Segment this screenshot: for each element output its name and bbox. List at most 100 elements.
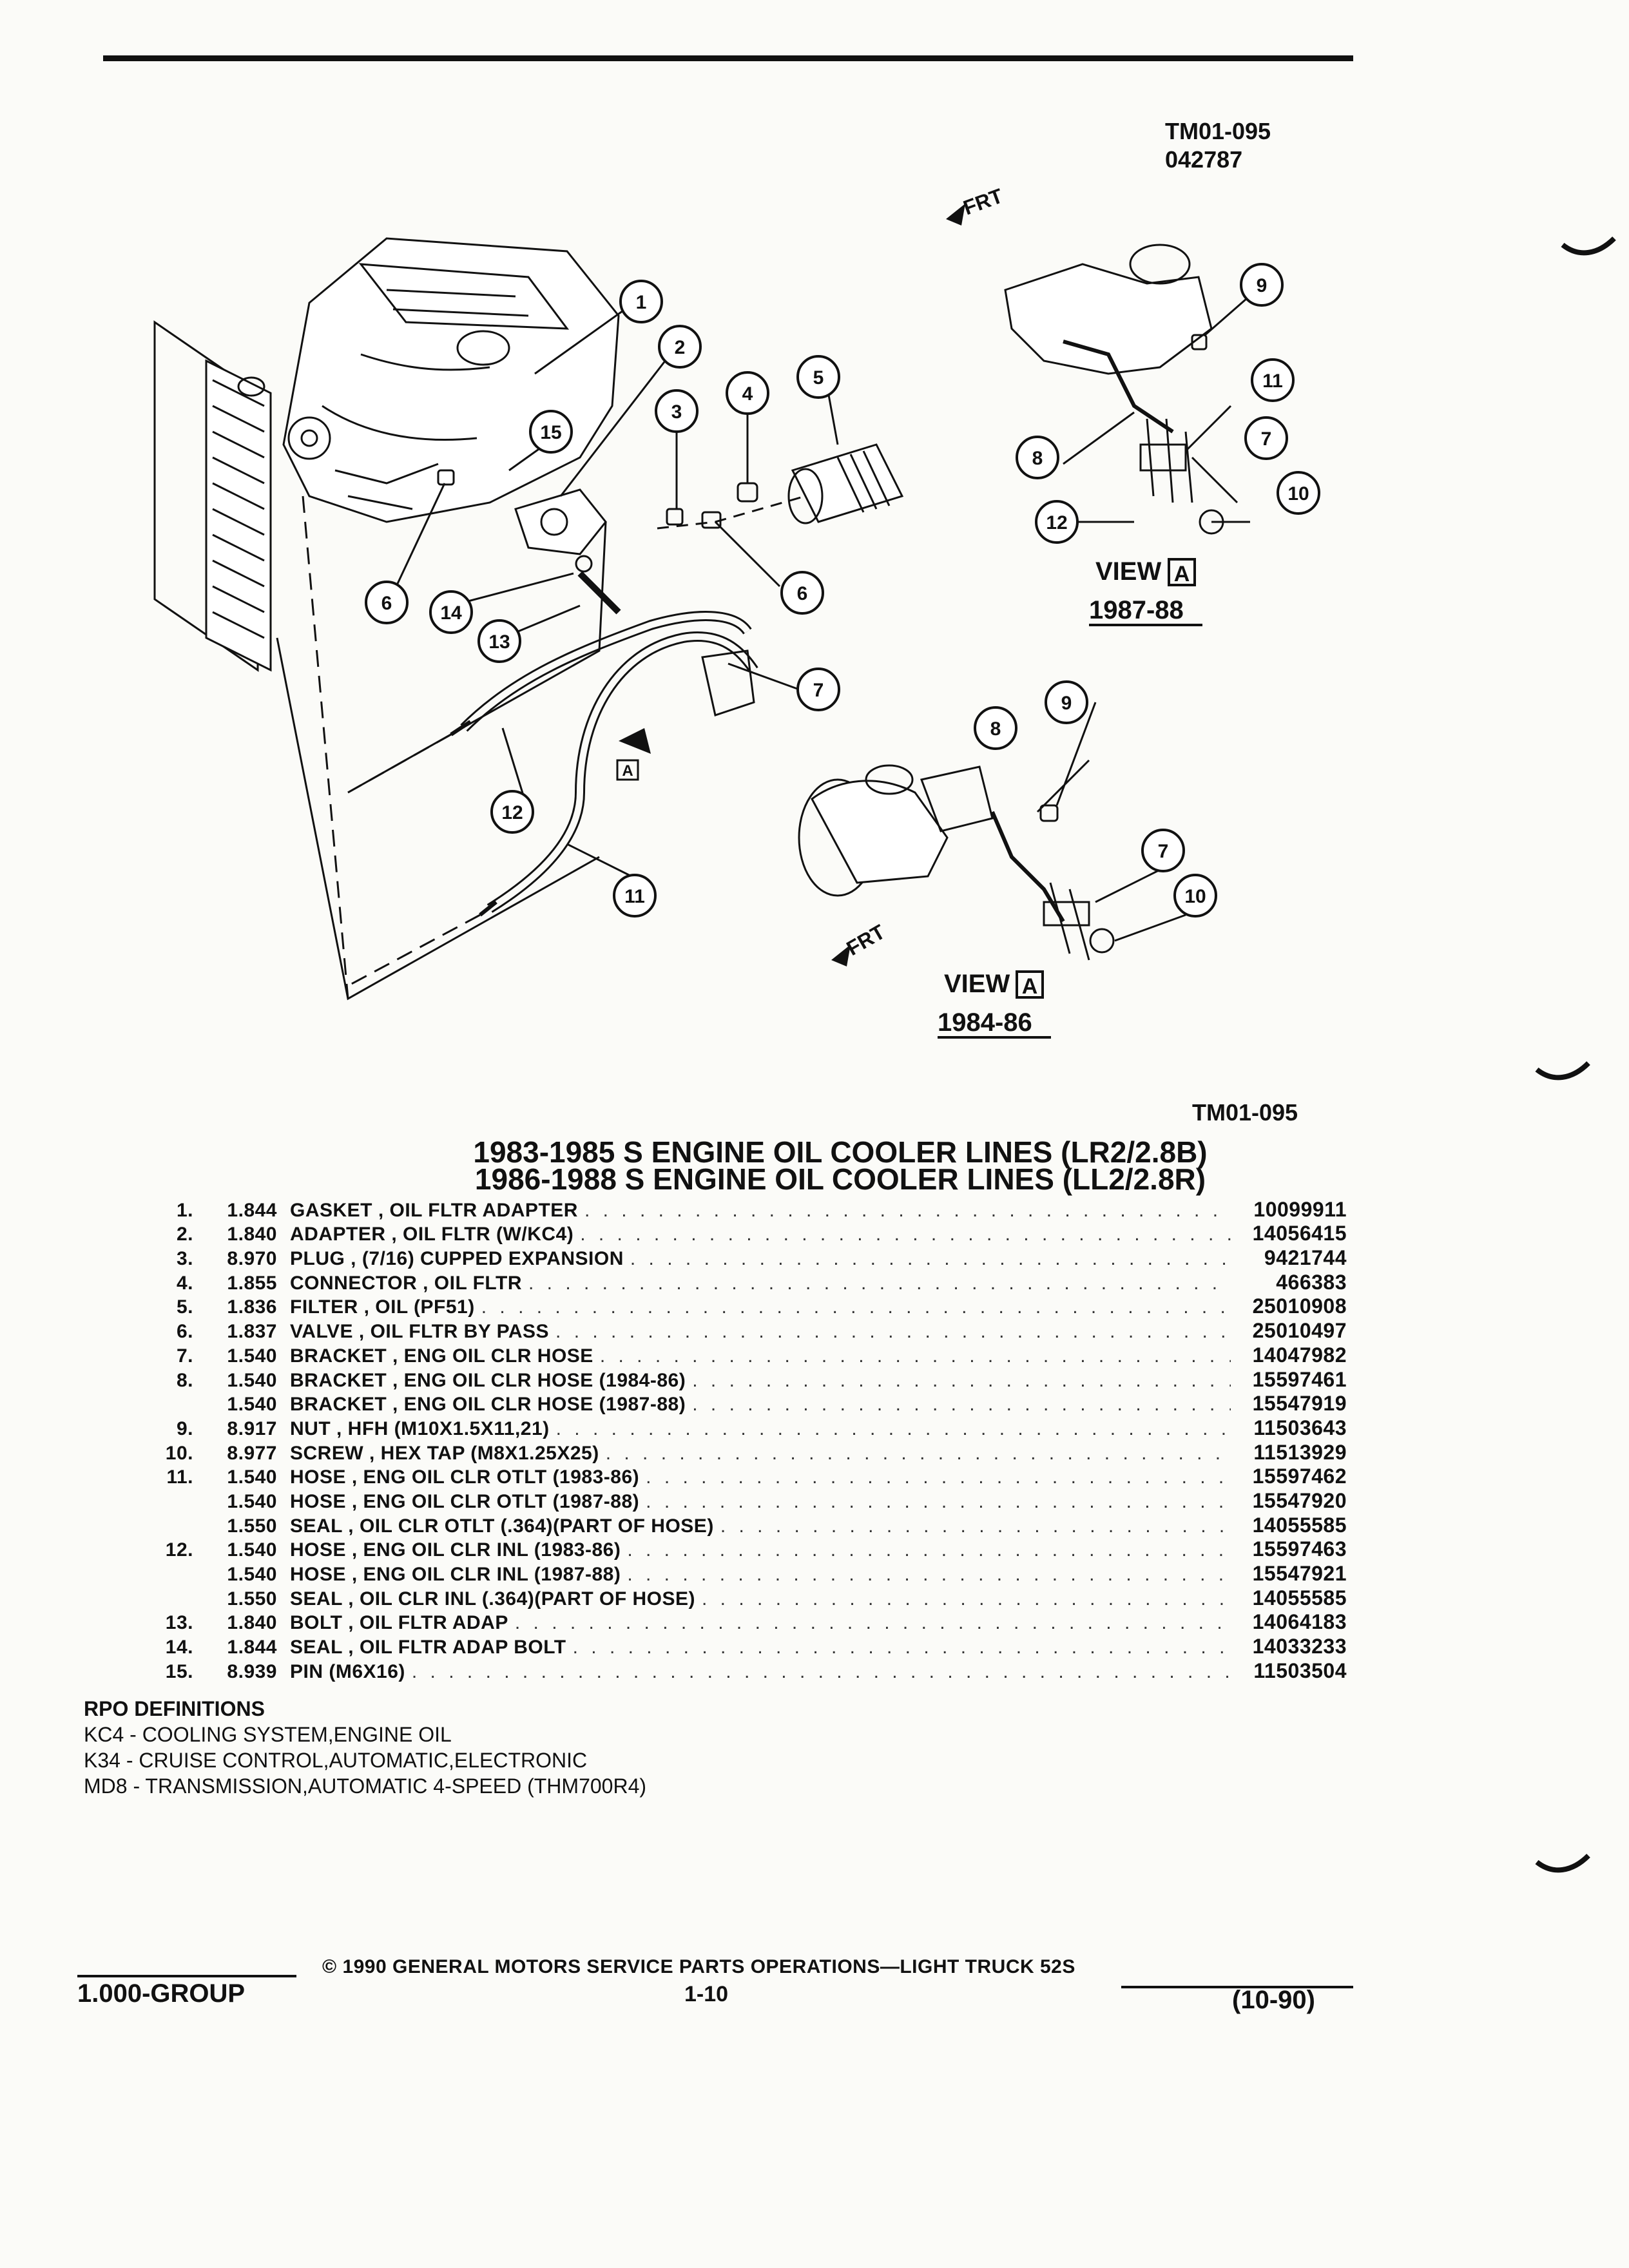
part-number: 15547919 bbox=[1252, 1392, 1347, 1416]
header-codes: TM01-095 042787 bbox=[1165, 117, 1271, 174]
group-code: 8.917 bbox=[227, 1418, 277, 1439]
part-description: BRACKET , ENG OIL CLR HOSE (1987-88) bbox=[290, 1394, 686, 1416]
part-number: 14055585 bbox=[1252, 1513, 1347, 1537]
view-a-1984-label: VIEW A 1984-86 bbox=[938, 970, 1051, 1039]
leader-dots: . . . . . . . . . . . . . . . . . . . . … bbox=[627, 1564, 1231, 1585]
group-code: 1.540 bbox=[227, 1539, 277, 1561]
group-code: 1.550 bbox=[227, 1588, 277, 1610]
group-code: 1.844 bbox=[227, 1199, 277, 1221]
svg-text:10: 10 bbox=[1184, 886, 1206, 907]
part-description: NUT , HFH (M10X1.5X11,21) bbox=[290, 1418, 550, 1439]
part-description: HOSE , ENG OIL CLR INL (1987-88) bbox=[290, 1564, 621, 1585]
part-description: FILTER , OIL (PF51) bbox=[290, 1296, 475, 1318]
svg-text:11: 11 bbox=[1262, 370, 1283, 392]
page-number: 1-10 bbox=[684, 1982, 729, 2006]
item-number: 6. bbox=[176, 1321, 193, 1343]
group-code: 1.540 bbox=[227, 1564, 277, 1585]
group-code: 8.970 bbox=[227, 1248, 277, 1270]
svg-text:14: 14 bbox=[440, 602, 462, 624]
footer-rule-left bbox=[77, 1975, 296, 1977]
svg-text:5: 5 bbox=[813, 367, 824, 389]
svg-text:A: A bbox=[622, 762, 633, 780]
callout-12a: 12 bbox=[490, 790, 534, 834]
section-title-1: 1983-1985 S ENGINE OIL COOLER LINES (LR2… bbox=[473, 1135, 1208, 1169]
svg-text:FRT: FRT bbox=[960, 184, 1006, 219]
callout-14: 14 bbox=[429, 590, 473, 634]
item-number: 3. bbox=[176, 1248, 193, 1270]
svg-text:1: 1 bbox=[636, 292, 647, 313]
callout-3: 3 bbox=[655, 389, 699, 433]
binder-mark bbox=[1561, 236, 1616, 256]
leader-dots: . . . . . . . . . . . . . . . . . . . . … bbox=[528, 1272, 1231, 1294]
view-a-1984-drawing bbox=[798, 764, 1115, 961]
svg-text:6: 6 bbox=[381, 593, 392, 614]
part-number: 14064183 bbox=[1252, 1610, 1347, 1634]
part-description: PLUG , (7/16) CUPPED EXPANSION bbox=[290, 1248, 624, 1270]
group-code: 1.836 bbox=[227, 1296, 277, 1318]
callout-7a: 7 bbox=[796, 668, 840, 711]
item-number: 10. bbox=[165, 1442, 193, 1464]
svg-text:4: 4 bbox=[742, 383, 753, 405]
part-description: ADAPTER , OIL FLTR (W/KC4) bbox=[290, 1224, 574, 1245]
binder-mark bbox=[1535, 1061, 1590, 1081]
leader-dots: . . . . . . . . . . . . . . . . . . . . … bbox=[411, 1660, 1231, 1682]
part-description: HOSE , ENG OIL CLR INL (1983-86) bbox=[290, 1539, 621, 1561]
part-description: VALVE , OIL FLTR BY PASS bbox=[290, 1321, 550, 1343]
leader-dots: . . . . . . . . . . . . . . . . . . . . … bbox=[646, 1490, 1231, 1512]
view-a-1987-drawing bbox=[1004, 244, 1224, 535]
callout-13: 13 bbox=[477, 619, 521, 663]
svg-text:7: 7 bbox=[813, 680, 824, 701]
group-code: 1.844 bbox=[227, 1637, 277, 1658]
part-number: 25010497 bbox=[1252, 1319, 1347, 1343]
engine-drawing bbox=[282, 237, 620, 523]
part-number: 14056415 bbox=[1252, 1222, 1347, 1245]
leader-dots: . . . . . . . . . . . . . . . . . . . . … bbox=[692, 1394, 1231, 1416]
svg-text:8: 8 bbox=[1032, 448, 1043, 469]
leader-dots: . . . . . . . . . . . . . . . . . . . . … bbox=[599, 1345, 1231, 1367]
part-description: GASKET , OIL FLTR ADAPTER bbox=[290, 1199, 578, 1221]
group-code: 1.550 bbox=[227, 1515, 277, 1537]
rpo-item: K34 - CRUISE CONTROL,AUTOMATIC,ELECTRONI… bbox=[84, 1749, 588, 1772]
group-code: 8.977 bbox=[227, 1442, 277, 1464]
part-number: 14033233 bbox=[1252, 1635, 1347, 1658]
rpo-item: MD8 - TRANSMISSION,AUTOMATIC 4-SPEED (TH… bbox=[84, 1774, 647, 1798]
part-description: HOSE , ENG OIL CLR OTLT (1987-88) bbox=[290, 1490, 640, 1512]
frt-arrow-icon bbox=[831, 945, 851, 966]
header-code-1: TM01-095 bbox=[1165, 118, 1271, 144]
svg-text:9: 9 bbox=[1257, 275, 1268, 296]
part-number: 15597463 bbox=[1252, 1537, 1347, 1561]
group-code: 1.540 bbox=[227, 1490, 277, 1512]
part-number: 10099911 bbox=[1253, 1197, 1347, 1221]
oil-filter-drawing bbox=[787, 443, 904, 524]
part-number: 14055585 bbox=[1252, 1586, 1347, 1610]
svg-text:1987-88: 1987-88 bbox=[1089, 596, 1184, 624]
svg-text:12: 12 bbox=[1046, 512, 1067, 533]
group-code: 1.540 bbox=[227, 1345, 277, 1367]
leader-dots: . . . . . . . . . . . . . . . . . . . . … bbox=[572, 1637, 1231, 1658]
leader-dots: . . . . . . . . . . . . . . . . . . . . … bbox=[627, 1539, 1231, 1561]
item-number: 9. bbox=[176, 1418, 193, 1439]
svg-text:15: 15 bbox=[540, 422, 561, 443]
callout-10b: 10 bbox=[1173, 874, 1217, 918]
part-description: BRACKET , ENG OIL CLR HOSE (1984-86) bbox=[290, 1369, 686, 1391]
exploded-diagram: 1 2 3 4 5 6 6 7 12 11 14 13 15 9 11 7 8 … bbox=[153, 184, 1320, 1039]
header-code-2: 042787 bbox=[1165, 146, 1243, 173]
group-label: 1.000-GROUP bbox=[77, 1979, 246, 2008]
part-number: 9421744 bbox=[1264, 1246, 1347, 1270]
callout-10a: 10 bbox=[1277, 471, 1320, 515]
group-code: 1.840 bbox=[227, 1224, 277, 1245]
leader-dots: . . . . . . . . . . . . . . . . . . . . … bbox=[555, 1321, 1231, 1343]
item-number: 11. bbox=[166, 1466, 193, 1488]
